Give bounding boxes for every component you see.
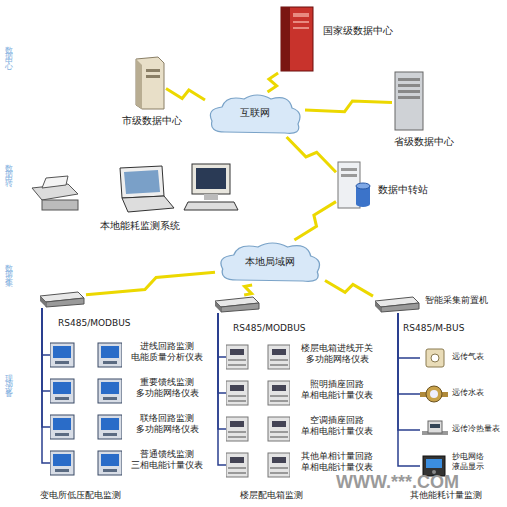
device-node: 远传水表 xyxy=(420,382,448,406)
node-label: 远传水表 xyxy=(452,388,506,398)
water-meter-icon xyxy=(420,382,448,406)
monitoring-system-node: 本地能耗监测系统 xyxy=(28,162,240,218)
group-caption: 楼层配电箱监测 xyxy=(240,490,303,501)
gas-meter-icon xyxy=(420,346,448,370)
node-label: RS485/MODBUS xyxy=(233,323,333,334)
switch-node: RS485/MODBUS xyxy=(213,295,261,313)
meter-node: 空调插座回路 单相电能计量仪表 xyxy=(226,416,290,442)
data-center-node: 国家级数据中心 xyxy=(277,5,317,73)
meter-node: 照明插座回路 单相电能计量仪表 xyxy=(226,380,290,406)
node-label: 互联网 xyxy=(205,107,305,120)
node-label: 楼层电箱进线开关 多功能网络仪表 xyxy=(294,343,380,366)
din-meter-icon xyxy=(226,452,290,478)
relay-server-icon xyxy=(336,160,372,210)
bus-wire xyxy=(42,308,50,427)
bus-wire xyxy=(42,308,50,463)
din-meter-icon xyxy=(226,380,290,406)
node-label: 普通馈线监测 三相电能计量仪表 xyxy=(126,449,208,472)
node-label: 数据中转站 xyxy=(378,184,448,197)
node-label: 进线回路监测 电能质量分析仪表 xyxy=(126,341,208,364)
node-label: 本地局域网 xyxy=(215,256,325,269)
node-label: 照明插座回路 单相电能计量仪表 xyxy=(294,379,380,402)
din-meter-icon xyxy=(226,416,290,442)
switch-icon xyxy=(373,295,421,313)
node-label: 空调插座回路 单相电能计量仪表 xyxy=(294,415,380,438)
device-node: 远传冷热量表 xyxy=(420,418,448,442)
wireless-link xyxy=(268,73,279,92)
layer-label: 数据中转 xyxy=(3,158,13,178)
wireless-link xyxy=(86,272,215,295)
layer-label: 数据中心 xyxy=(3,40,13,60)
workstation-icons xyxy=(28,162,240,218)
wireless-link xyxy=(294,202,336,240)
node-label: 本地能耗监测系统 xyxy=(100,220,230,233)
node-label: 远传冷热量表 xyxy=(452,424,506,434)
node-label: RS485/MODBUS xyxy=(58,318,158,329)
panel-meter-icon xyxy=(50,378,122,404)
heat-meter-icon xyxy=(420,418,448,442)
province-server-icon xyxy=(392,70,426,132)
bus-wire xyxy=(398,313,420,358)
wireless-link xyxy=(305,101,392,112)
node-label: 智能采集前置机 xyxy=(425,295,507,306)
bus-wire xyxy=(218,313,226,357)
device-node: 远传气表 xyxy=(420,346,448,370)
bus-wire xyxy=(218,313,226,429)
node-label: 省级数据中心 xyxy=(394,136,474,149)
switch-node: RS485/MODBUS xyxy=(38,290,86,308)
switch-node: 智能采集前置机RS485/M-BUS xyxy=(373,295,421,313)
node-label: 抄电网络 液晶显示 xyxy=(452,452,506,472)
group-caption: 变电所低压配电监测 xyxy=(40,490,121,501)
wireless-link xyxy=(287,137,336,172)
network-cloud: 互联网 xyxy=(205,92,305,137)
switch-icon xyxy=(213,295,261,313)
meter-node: 楼层电箱进线开关 多功能网络仪表 xyxy=(226,344,290,370)
layer-label: 数据采集 xyxy=(3,258,13,278)
meter-node: 其他单相计量回路 单相电能计量仪表 xyxy=(226,452,290,478)
panel-meter-icon xyxy=(50,450,122,476)
bus-wire xyxy=(218,313,226,465)
wireless-link xyxy=(325,280,373,296)
wireless-link xyxy=(166,89,205,100)
node-label: 远传气表 xyxy=(452,352,506,362)
watermark: WWW.***.COM xyxy=(336,472,459,494)
node-label: 联络回路监测 多功能网络仪表 xyxy=(126,413,208,436)
city-server-icon xyxy=(128,55,166,111)
meter-node: 联络回路监测 多功能网络仪表 xyxy=(50,414,122,440)
wireless-link xyxy=(244,285,252,295)
meter-node: 重要馈线监测 多功能网络仪表 xyxy=(50,378,122,404)
layer-label: 现场设备 xyxy=(3,368,13,388)
data-center-node: 省级数据中心 xyxy=(392,70,426,132)
bus-wire xyxy=(42,308,50,391)
din-meter-icon xyxy=(226,344,290,370)
node-label: RS485/M-BUS xyxy=(403,323,493,334)
meter-node: 普通馈线监测 三相电能计量仪表 xyxy=(50,450,122,476)
panel-meter-icon xyxy=(50,414,122,440)
node-label: 市级数据中心 xyxy=(122,115,202,128)
switch-icon xyxy=(38,290,86,308)
national-server-icon xyxy=(277,5,317,73)
bus-wire xyxy=(42,308,50,355)
data-center-node: 市级数据中心 xyxy=(128,55,166,111)
panel-meter-icon xyxy=(50,342,122,368)
node-label: 其他单相计量回路 单相电能计量仪表 xyxy=(294,451,380,474)
bus-wire xyxy=(218,313,226,393)
bus-wire xyxy=(398,313,420,466)
meter-node: 进线回路监测 电能质量分析仪表 xyxy=(50,342,122,368)
relay-server-node: 数据中转站 xyxy=(336,160,372,210)
network-cloud: 本地局域网 xyxy=(215,240,325,285)
node-label: 重要馈线监测 多功能网络仪表 xyxy=(126,377,208,400)
node-label: 国家级数据中心 xyxy=(323,25,415,38)
